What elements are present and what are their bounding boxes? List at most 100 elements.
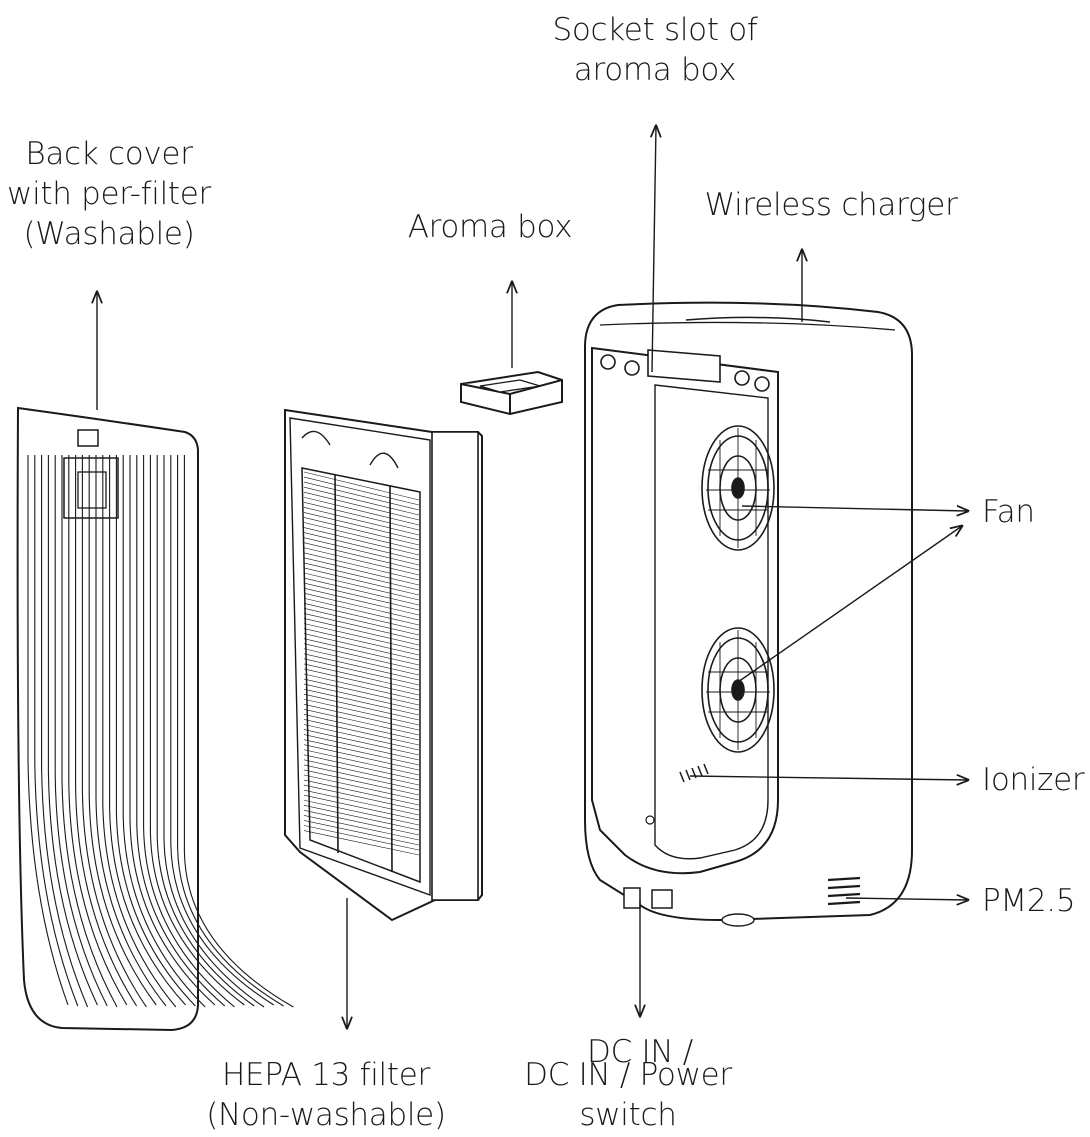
filter-pleat (303, 820, 420, 846)
filter-pleat (303, 572, 420, 601)
filter-pleat (303, 688, 420, 716)
label-dc-in-line2: switch (579, 1097, 677, 1133)
filter-pleat (303, 704, 420, 731)
filter-pleat (303, 678, 420, 706)
cover-rib (149, 455, 245, 1006)
filter-pleat (303, 825, 420, 851)
arrow-socket-slot (652, 126, 656, 373)
filter-pleat (303, 613, 420, 641)
filter-pleat (303, 643, 420, 671)
cover-rib (61, 455, 118, 1008)
fan-bottom (701, 627, 775, 753)
filter-pleat (303, 754, 420, 781)
purifier-body-part (584, 301, 913, 927)
label-back-cover: Back cover with per-filter (Washable) (4, 134, 214, 254)
label-back-cover-line2: with per-filter (7, 176, 211, 212)
cover-rib (115, 455, 196, 1007)
filter-pleat (303, 537, 420, 566)
filter-pleat (303, 507, 420, 536)
filter-pleat (303, 799, 420, 826)
label-pm25: PM2.5 (982, 881, 1088, 921)
cover-rib (47, 455, 98, 1006)
filter-pleat (303, 552, 420, 581)
filter-pleat (303, 764, 420, 791)
cover-rib (102, 455, 177, 1008)
filter-pleat (303, 734, 420, 761)
label-hepa: HEPA 13 filter (Non-washable) (196, 1055, 456, 1135)
filter-pleat (303, 486, 420, 516)
filter-pleat (303, 789, 420, 816)
label-dc-in: DC IN / Power switch (508, 1055, 748, 1135)
filter-pleat (303, 638, 420, 666)
cover-rib (88, 455, 157, 1006)
filter-pleat (303, 739, 420, 766)
cover-rib (109, 455, 187, 1006)
filter-pleat (303, 517, 420, 546)
arrow-ionizer (689, 776, 968, 780)
filter-pleat (303, 542, 420, 571)
filter-pleat (303, 633, 420, 661)
label-aroma-box: Aroma box (400, 207, 580, 247)
filter-pleat (303, 557, 420, 586)
cover-rib (54, 455, 108, 1007)
filter-pleat (303, 759, 420, 786)
cover-rib (177, 455, 284, 1007)
filter-pleat (303, 582, 420, 611)
label-fan-text: Fan (982, 494, 1035, 530)
filter-pleat (303, 774, 420, 801)
filter-pleat (303, 830, 420, 856)
filter-pleat (303, 496, 420, 526)
label-dc-in-overlay: DC IN / (540, 1032, 740, 1072)
filter-pleat (303, 648, 420, 676)
filter-pleat (303, 618, 420, 646)
filter-pleat (303, 527, 420, 556)
filter-pleat (303, 653, 420, 681)
arrow-fan-bottom (737, 526, 962, 683)
filter-pleat (303, 683, 420, 711)
cover-rib (129, 455, 216, 1006)
filter-pleat (303, 577, 420, 606)
label-back-cover-line1: Back cover (25, 136, 193, 172)
filter-pleat (303, 587, 420, 616)
filter-pleat (303, 794, 420, 821)
filter-pleat (303, 749, 420, 776)
cover-rib (75, 455, 138, 1007)
filter-pleat (303, 769, 420, 796)
label-ionizer: Ionizer (982, 760, 1088, 800)
filter-pleat (303, 597, 420, 626)
label-fan: Fan (982, 492, 1082, 532)
arrow-pm25 (845, 898, 968, 900)
filter-pleat (303, 668, 420, 696)
filter-pleat (303, 724, 420, 751)
filter-pleat (303, 491, 420, 521)
filter-pleat (303, 608, 420, 636)
filter-pleat (303, 628, 420, 656)
cover-rib (136, 455, 226, 1007)
filter-pleat (303, 779, 420, 806)
label-wireless-charger: Wireless charger (700, 185, 962, 225)
filter-pleat (303, 603, 420, 631)
cover-rib (95, 455, 167, 1007)
cover-rib (27, 455, 69, 1006)
label-hepa-line1: HEPA 13 filter (222, 1057, 430, 1093)
cover-rib (156, 455, 255, 1007)
filter-pleat (303, 719, 420, 746)
filter-pleat (303, 547, 420, 576)
filter-pleat (303, 784, 420, 811)
filter-pleat (303, 623, 420, 651)
filter-pleat (303, 805, 420, 831)
label-dc-in-overlay-text: DC IN / (587, 1034, 693, 1070)
cover-rib (122, 455, 206, 1008)
hepa-filter-part (284, 408, 483, 922)
label-back-cover-line3: (Washable) (23, 216, 195, 252)
arrow-fan-top (741, 506, 968, 511)
filter-pleat (303, 663, 420, 691)
filter-pleat (303, 815, 420, 841)
filter-pleat (303, 810, 420, 836)
back-cover-part (16, 406, 294, 1032)
filter-pleat (303, 714, 420, 741)
fan-top (701, 425, 775, 551)
filter-pleat (303, 512, 420, 541)
filter-pleat (303, 709, 420, 736)
